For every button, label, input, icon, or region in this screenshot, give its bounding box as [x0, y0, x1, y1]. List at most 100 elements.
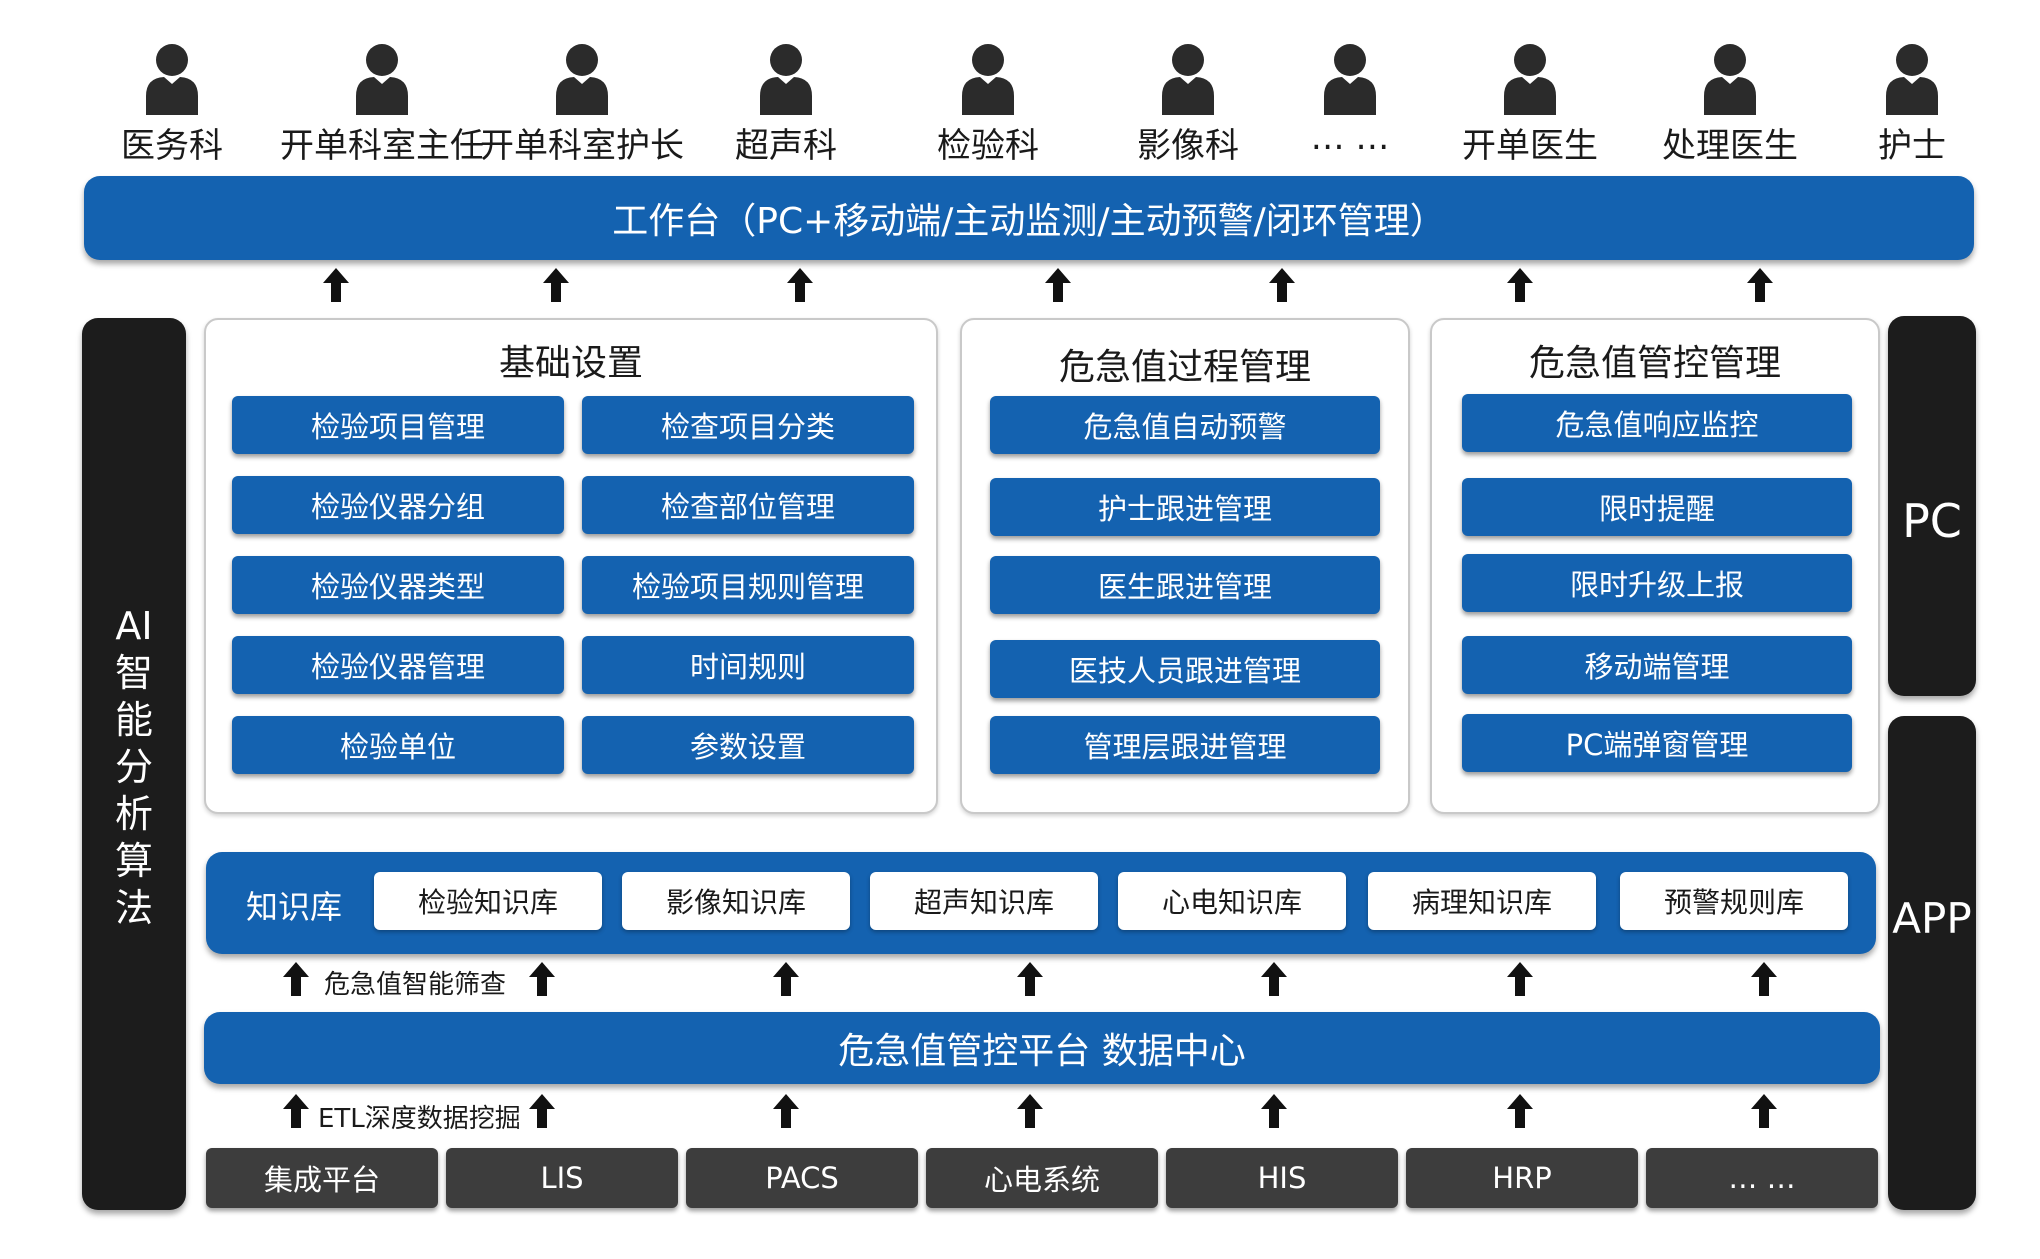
- role-label: 开单医生: [1462, 126, 1598, 166]
- role-item: … …: [1240, 40, 1460, 170]
- control-button[interactable]: PC端弹窗管理: [1462, 714, 1852, 772]
- role-item: 护士: [1802, 40, 2022, 170]
- person-icon: [1700, 40, 1760, 115]
- control-button[interactable]: 限时提醒: [1462, 478, 1852, 536]
- basic-setting-button[interactable]: 检验项目规则管理: [582, 556, 914, 614]
- role-item: 开单科室主任: [272, 40, 492, 170]
- knowledge-item[interactable]: 影像知识库: [622, 872, 850, 930]
- pc-label: PC: [1902, 494, 1962, 548]
- person-icon: [1320, 40, 1380, 115]
- ai-algorithm-char: 智: [114, 651, 153, 695]
- ai-algorithm-char: 析: [114, 792, 153, 836]
- role-item: 开单医生: [1420, 40, 1640, 170]
- basic-setting-button[interactable]: 检验仪器分组: [232, 476, 564, 534]
- process-button[interactable]: 医技人员跟进管理: [990, 640, 1380, 698]
- platform-label: 危急值管控平台 数据中心: [838, 1031, 1246, 1072]
- role-label: 开单科室护长: [480, 126, 684, 166]
- panel-basic-title: 基础设置: [498, 343, 643, 384]
- process-button[interactable]: 管理层跟进管理: [990, 716, 1380, 774]
- arrow-up-icon: [773, 962, 799, 996]
- role-label: 护士: [1878, 126, 1946, 166]
- ai-algorithm-char: 法: [114, 886, 153, 930]
- screening-note: 危急值智能筛查: [324, 970, 507, 1000]
- knowledge-item[interactable]: 检验知识库: [374, 872, 602, 930]
- source-system: … …: [1646, 1148, 1878, 1208]
- source-system: PACS: [686, 1148, 918, 1208]
- role-label: 医务科: [121, 126, 223, 166]
- basic-setting-button[interactable]: 检验单位: [232, 716, 564, 774]
- arrow-up-icon: [1751, 1094, 1777, 1128]
- basic-setting-button[interactable]: 时间规则: [582, 636, 914, 694]
- basic-setting-button[interactable]: 检验项目管理: [232, 396, 564, 454]
- pc-bar: PC: [1888, 316, 1976, 696]
- app-bar: APP: [1888, 716, 1976, 1210]
- arrow-up-icon: [543, 268, 569, 302]
- source-system: LIS: [446, 1148, 678, 1208]
- source-system: 集成平台: [206, 1148, 438, 1208]
- ai-algorithm-char: 分: [114, 745, 153, 789]
- arrow-up-icon: [283, 1094, 309, 1128]
- role-label: 检验科: [937, 126, 1039, 166]
- arrow-up-icon: [1261, 962, 1287, 996]
- ai-algorithm-char: 能: [114, 698, 153, 742]
- process-button[interactable]: 护士跟进管理: [990, 478, 1380, 536]
- app-label: APP: [1892, 894, 1972, 943]
- basic-setting-button[interactable]: 检查项目分类: [582, 396, 914, 454]
- arrow-up-icon: [1507, 268, 1533, 302]
- arrow-up-icon: [529, 1094, 555, 1128]
- knowledge-item[interactable]: 预警规则库: [1620, 872, 1848, 930]
- role-label: 处理医生: [1662, 126, 1798, 166]
- arrow-up-icon: [323, 268, 349, 302]
- panel-process-title: 危急值过程管理: [1058, 347, 1311, 388]
- control-button[interactable]: 限时升级上报: [1462, 554, 1852, 612]
- etl-note: ETL深度数据挖掘: [318, 1104, 521, 1134]
- workbench-bar: 工作台（PC+移动端/主动监测/主动预警/闭环管理）: [84, 176, 1974, 260]
- role-item: 处理医生: [1620, 40, 1840, 170]
- person-icon: [958, 40, 1018, 115]
- source-system: HRP: [1406, 1148, 1638, 1208]
- person-icon: [352, 40, 412, 115]
- basic-setting-button[interactable]: 检验仪器管理: [232, 636, 564, 694]
- role-item: 检验科: [878, 40, 1098, 170]
- arrow-up-icon: [1017, 962, 1043, 996]
- arrow-up-icon: [1751, 962, 1777, 996]
- arrow-up-icon: [529, 962, 555, 996]
- role-label: … …: [1310, 118, 1390, 158]
- basic-setting-button[interactable]: 检验仪器类型: [232, 556, 564, 614]
- arrow-up-icon: [787, 268, 813, 302]
- person-icon: [552, 40, 612, 115]
- source-system: 心电系统: [926, 1148, 1158, 1208]
- arrow-up-icon: [1261, 1094, 1287, 1128]
- role-item: 影像科: [1078, 40, 1298, 170]
- knowledge-item[interactable]: 超声知识库: [870, 872, 1098, 930]
- basic-setting-button[interactable]: 检查部位管理: [582, 476, 914, 534]
- ai-algorithm-char: 算: [114, 839, 153, 883]
- process-button[interactable]: 医生跟进管理: [990, 556, 1380, 614]
- arrow-up-icon: [283, 962, 309, 996]
- control-button[interactable]: 移动端管理: [1462, 636, 1852, 694]
- ai-algorithm-char: AI: [115, 604, 153, 648]
- role-label: 影像科: [1137, 126, 1239, 166]
- arrow-up-icon: [1507, 1094, 1533, 1128]
- person-icon: [1158, 40, 1218, 115]
- arrow-up-icon: [1269, 268, 1295, 302]
- control-button[interactable]: 危急值响应监控: [1462, 394, 1852, 452]
- process-button[interactable]: 危急值自动预警: [990, 396, 1380, 454]
- basic-setting-button[interactable]: 参数设置: [582, 716, 914, 774]
- arrow-up-icon: [1747, 268, 1773, 302]
- role-label: 超声科: [735, 126, 837, 166]
- role-item: 医务科: [62, 40, 282, 170]
- arrow-up-icon: [773, 1094, 799, 1128]
- arrow-up-icon: [1017, 1094, 1043, 1128]
- role-item: 超声科: [676, 40, 896, 170]
- knowledge-item[interactable]: 心电知识库: [1118, 872, 1346, 930]
- role-item: 开单科室护长: [472, 40, 692, 170]
- arrow-up-icon: [1507, 962, 1533, 996]
- knowledge-item[interactable]: 病理知识库: [1368, 872, 1596, 930]
- workbench-label: 工作台（PC+移动端/主动监测/主动预警/闭环管理）: [612, 201, 1446, 242]
- platform-bar: 危急值管控平台 数据中心: [204, 1012, 1880, 1084]
- person-icon: [1882, 40, 1942, 115]
- person-icon: [142, 40, 202, 115]
